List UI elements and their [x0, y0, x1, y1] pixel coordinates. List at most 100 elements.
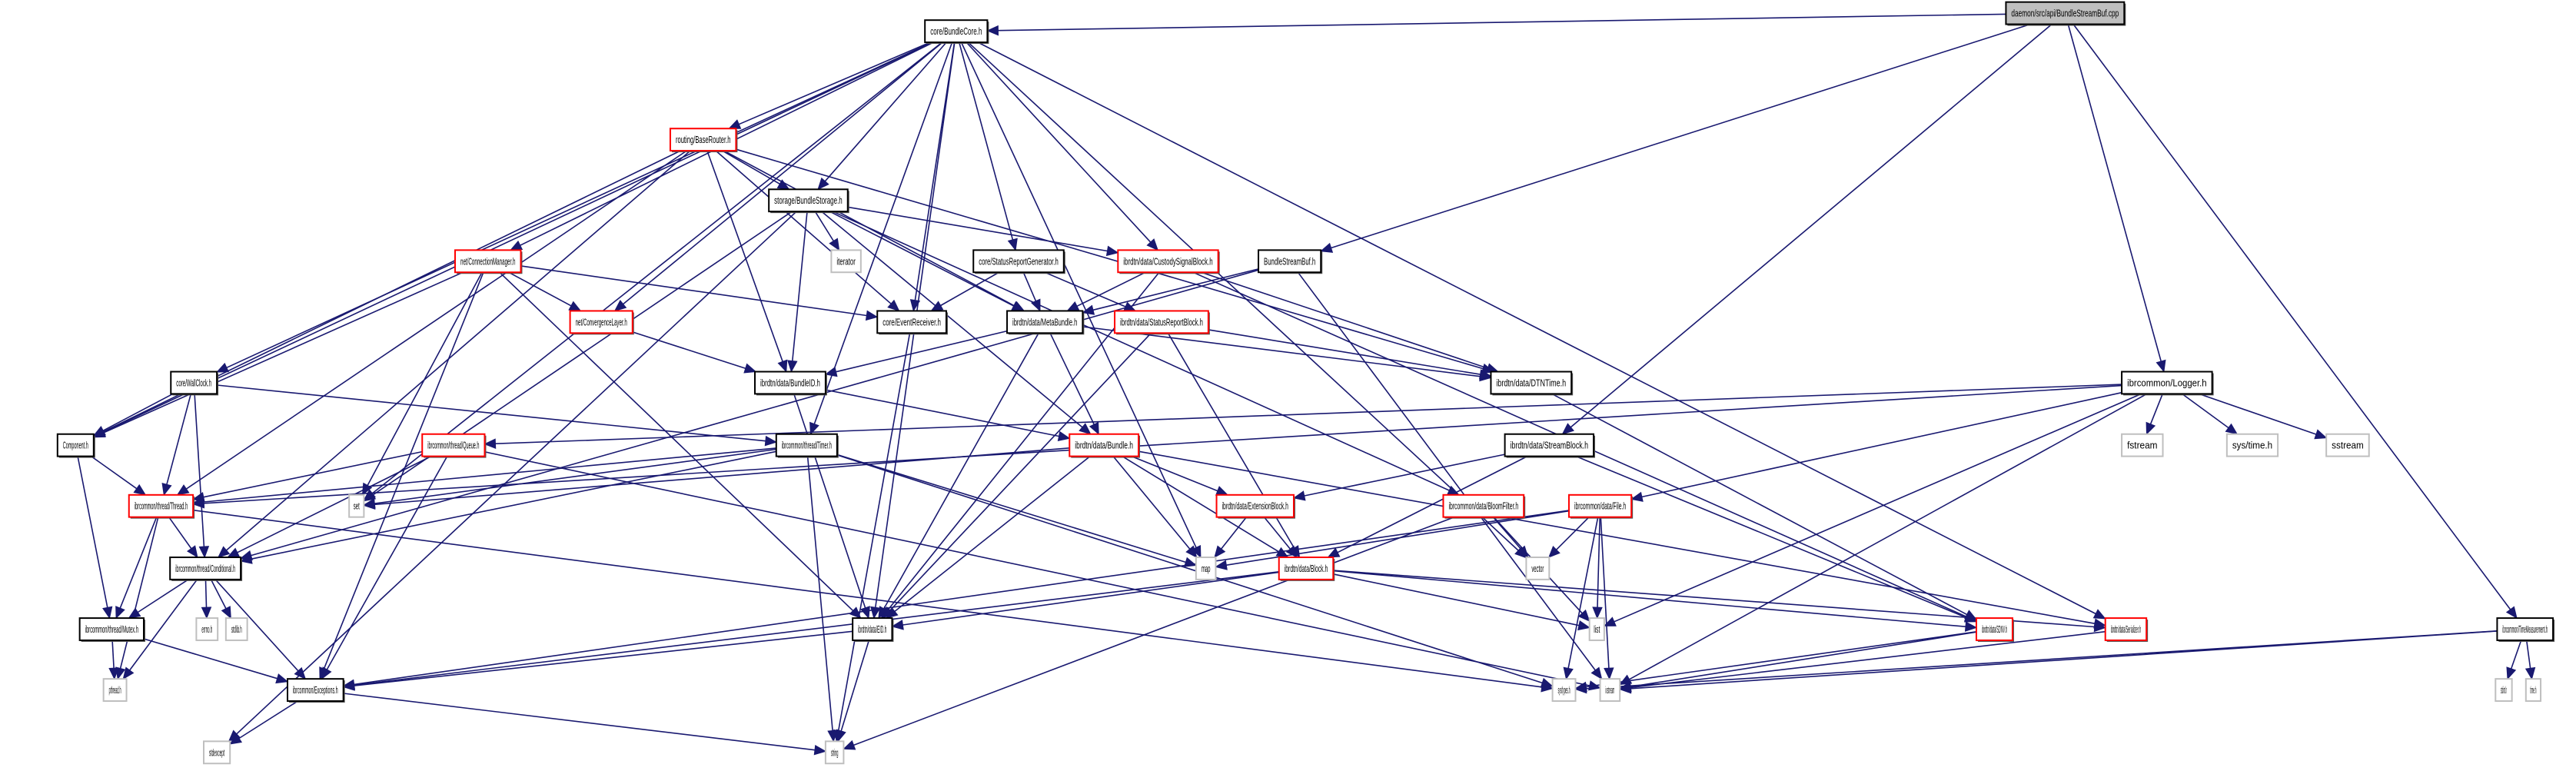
edge-conditional-to-errno	[201, 579, 212, 620]
node-statusgen[interactable]: core/StatusReportGenerator.h	[972, 249, 1065, 274]
edge-line	[793, 394, 866, 609]
arrowhead-icon	[1082, 304, 1095, 315]
arrowhead-icon	[1541, 682, 1554, 693]
node-bundleid[interactable]: ibrdtn/data/BundleID.h	[754, 371, 827, 396]
edge-line	[814, 211, 834, 241]
node-queue[interactable]: ibrcommon/thread/Queue.h	[421, 433, 487, 458]
edge-connmgr-to-eventrecv	[520, 265, 879, 321]
edge-line	[354, 571, 1279, 686]
node-box	[1006, 310, 1084, 334]
edge-line	[91, 455, 138, 490]
edge-line	[847, 206, 1108, 252]
node-bundlecore[interactable]: core/BundleCore.h	[924, 19, 989, 45]
edge-line	[210, 579, 227, 609]
edge-bsbh-to-conditional	[239, 269, 1259, 560]
edge-line	[1304, 454, 1505, 497]
node-label: core/BundleCore.h	[930, 25, 982, 37]
edge-line	[960, 42, 1197, 548]
node-label: Component.h	[63, 440, 88, 451]
arrowhead-icon	[1604, 667, 1614, 680]
arrowhead-icon	[215, 362, 230, 373]
node-sdnv[interactable]: ibrdtn/data/SDNV.h	[1975, 617, 2014, 642]
node-box	[1215, 494, 1295, 518]
edge-exceptions-to-stdexcept	[229, 700, 298, 745]
node-box	[102, 678, 128, 703]
node-box	[195, 617, 219, 641]
edge-metabundle-to-bundleid	[824, 330, 1008, 377]
node-box	[169, 557, 242, 580]
edge-line	[129, 579, 198, 671]
arrowhead-icon	[1011, 301, 1025, 311]
node-connmgr[interactable]: net/ConnectionManager.h	[454, 249, 523, 274]
node-label: ibrdtn/data/CustodySignalBlock.h	[1123, 255, 1212, 267]
edge-root-to-bundlecore	[986, 13, 2006, 36]
node-label: ibrdtn/data/Serializer.h	[2111, 623, 2141, 635]
node-label: core/WallClock.h	[176, 377, 211, 388]
node-box	[1567, 494, 1633, 518]
node-block[interactable]: ibrdtn/data/Block.h	[1278, 557, 1335, 581]
node-metabundle[interactable]: ibrdtn/data/MetaBundle.h	[1006, 310, 1085, 335]
node-thread[interactable]: ibrcommon/thread/Thread.h	[128, 494, 195, 519]
arrowhead-icon	[568, 301, 582, 311]
edge-connmgr-to-component	[92, 271, 464, 438]
edge-line	[836, 454, 1543, 684]
node-label: ibrdtn/data/ExtensionBlock.h	[1222, 500, 1288, 512]
edge-timemeas-to-stdint	[2506, 640, 2522, 680]
node-baserouter[interactable]: routing/BaseRouter.h	[669, 128, 738, 153]
node-label: ibrcommon/data/File.h	[1574, 500, 1626, 512]
edge-line	[821, 211, 1083, 428]
edge-queue-to-exceptions	[321, 456, 448, 680]
edge-block-to-list	[1333, 573, 1590, 631]
node-label: string	[831, 746, 839, 758]
edge-extblock-to-map	[1214, 517, 1248, 558]
node-custody[interactable]: ibrdtn/data/CustodySignalBlock.h	[1117, 249, 1220, 274]
edge-line	[1614, 393, 2142, 623]
edge-timer-to-thread	[191, 447, 776, 507]
edge-line	[354, 510, 1570, 686]
node-bloom[interactable]: ibrcommon/data/BloomFilter.h	[1442, 494, 1526, 519]
node-eventrecv[interactable]: core/EventReceiver.h	[876, 310, 948, 335]
edge-thread-to-pthread	[115, 517, 159, 680]
edge-line	[111, 640, 115, 669]
node-wallclock[interactable]: core/WallClock.h	[170, 371, 219, 396]
node-component[interactable]: Component.h	[56, 433, 95, 458]
edge-line	[967, 42, 1519, 551]
edge-line	[1221, 517, 1248, 550]
node-label: iterator	[836, 255, 856, 267]
node-timemeas[interactable]: ibrcommon/TimeMeasurement.h	[2496, 617, 2555, 642]
edge-queue-to-iostream	[484, 451, 1601, 691]
node-conditional[interactable]: ibrcommon/thread/Conditional.h	[169, 557, 243, 581]
node-file[interactable]: ibrcommon/data/File.h	[1567, 494, 1634, 519]
node-label: routing/BaseRouter.h	[676, 134, 730, 145]
node-timer[interactable]: ibrcommon/thread/Timer.h	[775, 433, 839, 458]
node-label: map	[1202, 563, 1211, 574]
node-bundlestorage[interactable]: storage/BundleStorage.h	[768, 188, 849, 214]
node-iostream: iostream	[1599, 678, 1621, 703]
node-serializer[interactable]: ibrdtn/data/Serializer.h	[2104, 617, 2149, 642]
node-extblock[interactable]: ibrdtn/data/ExtensionBlock.h	[1215, 494, 1295, 519]
arrowhead-icon	[2093, 621, 2106, 633]
node-dtntime[interactable]: ibrdtn/data/DTNTime.h	[1490, 371, 1574, 396]
node-convlayer[interactable]: net/ConvergenceLayer.h	[569, 310, 634, 335]
node-iterator: iterator	[830, 249, 862, 274]
edge-line	[1131, 455, 1218, 492]
node-bundle[interactable]: ibrdtn/data/Bundle.h	[1069, 433, 1141, 458]
node-statusblock[interactable]: ibrdtn/data/StatusReportBlock.h	[1114, 310, 1210, 335]
node-streamblock[interactable]: ibrdtn/data/StreamBlock.h	[1504, 433, 1596, 458]
node-mutex[interactable]: ibrcommon/thread/Mutex.h	[78, 617, 145, 642]
edge-line	[168, 517, 192, 550]
nodes-layer: daemon/src/api/BundleStreamBuf.cppcore/B…	[56, 1, 2555, 765]
node-logger[interactable]: ibrcommon/Logger.h	[2121, 371, 2214, 396]
edge-line	[194, 394, 205, 547]
node-exceptions[interactable]: ibrcommon/Exceptions.h	[286, 678, 345, 703]
edge-bundlecore-to-map	[960, 42, 1202, 559]
edge-sdnv-to-systypes	[1574, 631, 1977, 693]
node-eid[interactable]: ibrdtn/data/EID.h	[852, 617, 894, 642]
edge-line	[1138, 450, 2096, 624]
edge-line	[2067, 24, 2162, 362]
edge-line	[1076, 271, 1146, 307]
node-box	[775, 433, 838, 457]
node-label: ibrdtn/data/DTNTime.h	[1496, 377, 1566, 388]
node-bsbh[interactable]: BundleStreamBuf.h	[1258, 249, 1323, 274]
edge-line	[499, 271, 854, 611]
